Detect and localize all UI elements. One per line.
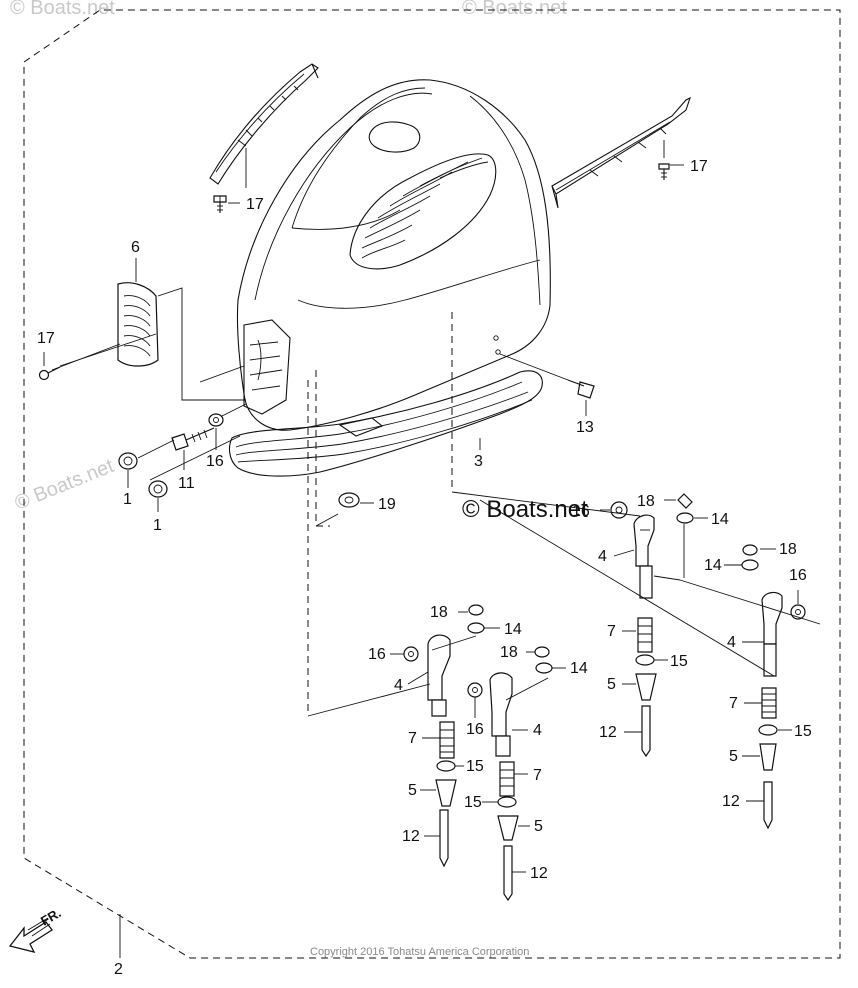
callout-7: 7 — [729, 695, 738, 712]
callout-14: 14 — [711, 511, 729, 528]
left-trim-strip — [209, 63, 319, 185]
front-direction-arrow: FR. — [8, 905, 64, 953]
callout-17: 17 — [37, 330, 55, 347]
callout-4: 4 — [533, 722, 542, 739]
louver-grille-6 — [117, 282, 159, 367]
callout-5: 5 — [534, 818, 543, 835]
callout-1: 1 — [123, 491, 132, 508]
copyright-notice: Copyright 2016 Tohatsu America Corporati… — [310, 946, 529, 958]
bolt-13 — [567, 379, 595, 399]
callout-14: 14 — [504, 621, 522, 638]
callout-1: 1 — [153, 517, 162, 534]
callout-12: 12 — [402, 828, 420, 845]
callout-14: 14 — [570, 660, 588, 677]
callout-15: 15 — [794, 723, 812, 740]
callout-18: 18 — [500, 644, 518, 661]
callout-6: 6 — [131, 239, 140, 256]
callout-12: 12 — [530, 865, 548, 882]
callout-5: 5 — [408, 782, 417, 799]
callout-16: 16 — [466, 721, 484, 738]
boats-net-watermark: © Boats.net — [462, 496, 588, 523]
callout-5: 5 — [729, 748, 738, 765]
callout-11: 11 — [178, 475, 195, 492]
faint-watermark-left: © Boats.net — [12, 455, 118, 515]
callout-12: 12 — [599, 724, 617, 741]
callout-4: 4 — [727, 634, 736, 651]
grommet-1-lower — [148, 480, 168, 498]
callout-15: 15 — [466, 758, 484, 775]
screw-17-left — [38, 366, 61, 381]
callout-16: 16 — [572, 503, 590, 520]
callout-labels: 17 17 17 6 1 1 11 16 13 3 19 16 18 14 4 … — [37, 158, 812, 978]
faint-watermark-top-left: © Boats.net — [10, 0, 115, 19]
callout-16: 16 — [206, 453, 224, 470]
callout-18: 18 — [430, 604, 448, 621]
callout-18: 18 — [637, 493, 655, 510]
nut-16-left — [208, 413, 224, 427]
callout-4: 4 — [598, 548, 607, 565]
callout-7: 7 — [607, 623, 616, 640]
bolt-11 — [171, 427, 215, 451]
screw-17-top-right — [658, 163, 670, 180]
callout-18: 18 — [779, 541, 797, 558]
callout-7: 7 — [408, 730, 417, 747]
top-cowling — [228, 79, 551, 477]
callout-17: 17 — [246, 196, 264, 213]
callout-19: 19 — [378, 496, 396, 513]
callout-16: 16 — [368, 646, 386, 663]
grommet-19 — [338, 492, 360, 508]
callout-15: 15 — [464, 794, 482, 811]
callout-3: 3 — [474, 453, 483, 470]
callout-16: 16 — [789, 567, 807, 584]
callout-5: 5 — [607, 676, 616, 693]
callout-15: 15 — [670, 653, 688, 670]
callout-14: 14 — [704, 557, 722, 574]
latch-assembly-center-left — [403, 604, 485, 868]
callout-12: 12 — [722, 793, 740, 810]
assembly-boundary — [23, 9, 841, 959]
leader-lines — [43, 140, 821, 958]
grommet-1-upper — [118, 452, 138, 470]
callout-17: 17 — [690, 158, 708, 175]
callout-4: 4 — [394, 677, 403, 694]
right-trim-strip — [551, 96, 691, 209]
latch-spring-set-right-center — [635, 617, 657, 758]
latch-assembly-top — [610, 493, 694, 599]
callout-2: 2 — [114, 961, 123, 978]
latch-assembly-right — [741, 544, 806, 830]
callout-13: 13 — [576, 419, 594, 436]
callout-7: 7 — [533, 767, 542, 784]
latch-assembly-center — [467, 646, 553, 902]
